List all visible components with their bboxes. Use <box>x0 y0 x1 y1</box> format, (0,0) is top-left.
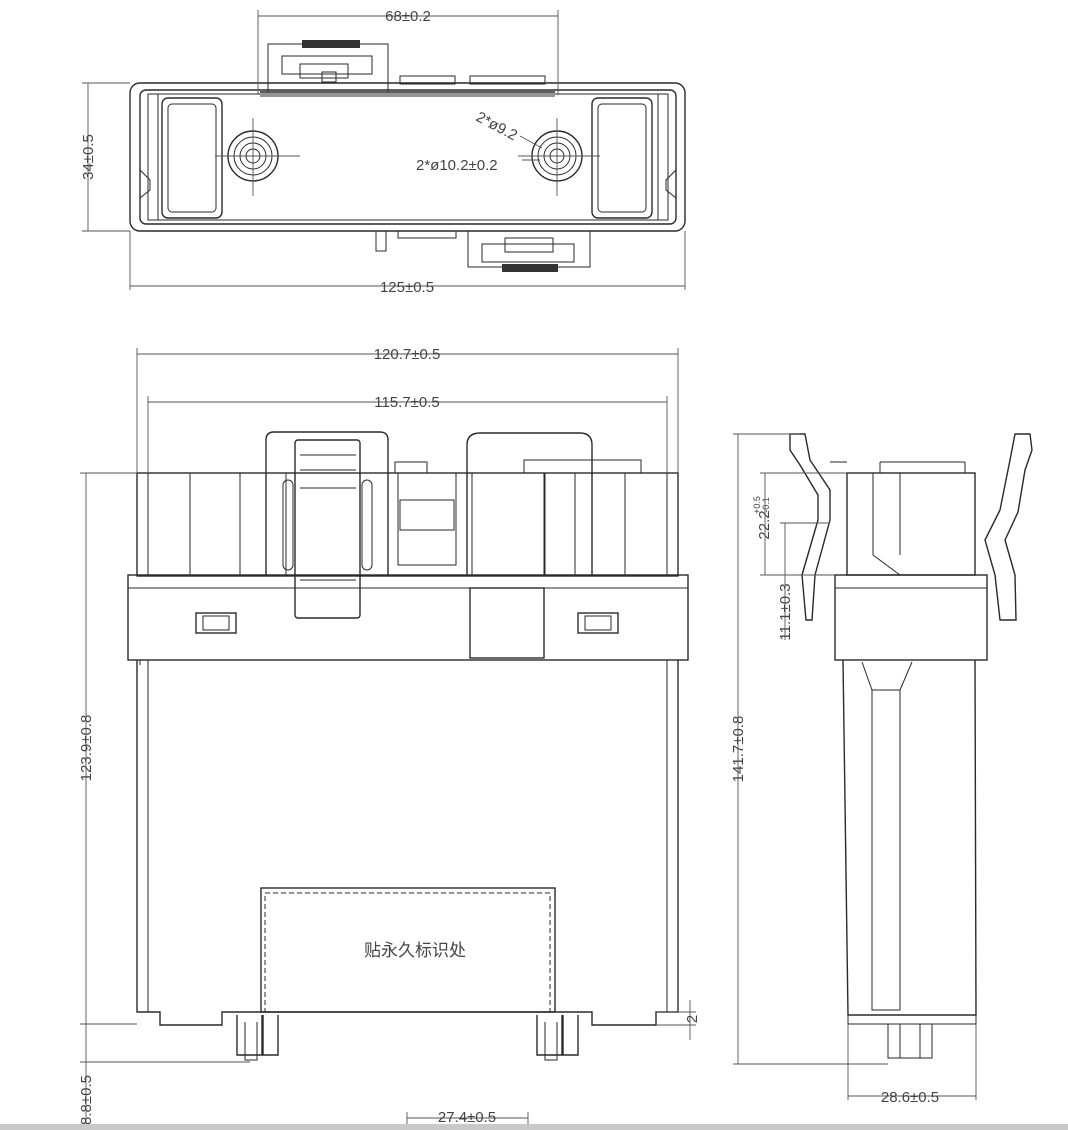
top-length-dimension: 125±0.5 <box>380 279 434 296</box>
hole-large-dimension: 2*ø10.2±0.2 <box>416 157 498 174</box>
latch-offset-dimension: 11.1±0.3 <box>777 583 794 640</box>
side-depth-dimension: 28.6±0.5 <box>881 1089 939 1106</box>
bottom-scroll-strip <box>0 1124 1068 1130</box>
step-dimension: 2 <box>684 1015 701 1023</box>
pin-spacing-dimension: 27.4±0.5 <box>438 1109 496 1124</box>
front-outer-width-dimension: 120.7±0.5 <box>374 346 441 363</box>
label-area-text: 贴永久标识处 <box>364 941 466 961</box>
top-height-dimension: 34±0.5 <box>80 134 97 180</box>
front-height-dimension: 123.9±0.8 <box>78 715 95 782</box>
hole-small-dimension: 2*ø9.2 <box>473 109 520 145</box>
front-view <box>80 348 696 1124</box>
side-view <box>733 433 1033 1100</box>
latch-tolerance-upper: +0.5 <box>752 496 762 514</box>
pin-height-dimension: 8.8±0.5 <box>78 1075 95 1124</box>
top-width-dimension: 68±0.2 <box>385 8 431 25</box>
top-view <box>82 10 686 290</box>
latch-height-dimension: 22.2 <box>756 510 773 539</box>
front-inner-width-dimension: 115.7±0.5 <box>374 394 440 411</box>
side-total-height-dimension: 141.7±0.8 <box>730 716 747 783</box>
latch-tolerance-lower: -0.1 <box>761 497 771 513</box>
